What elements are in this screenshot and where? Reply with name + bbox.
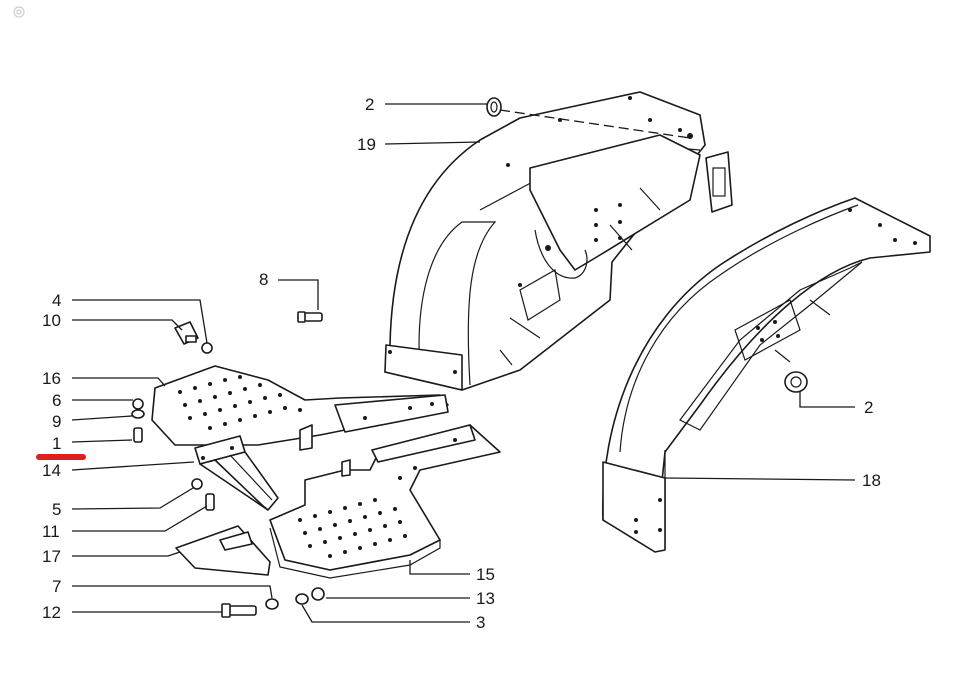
callout-19: 19 xyxy=(357,135,376,154)
part-6-nut xyxy=(132,398,144,410)
part-17-pad xyxy=(175,525,271,576)
leader-lines xyxy=(71,103,856,623)
part-14-bracket xyxy=(194,435,279,511)
part-3-washer xyxy=(295,593,309,605)
part-5-nut xyxy=(191,478,203,490)
part-12-bolt xyxy=(221,603,257,618)
step-plate-upper-holes xyxy=(178,375,434,430)
part-8-bolt xyxy=(297,311,323,323)
callout-12: 12 xyxy=(42,603,61,622)
circle-logo-icon xyxy=(13,6,25,18)
callout-17: 17 xyxy=(42,547,61,566)
part-15-step-plate-lower xyxy=(269,424,501,579)
callout-2-right: 2 xyxy=(864,398,873,417)
part-2-grommet-top xyxy=(486,97,502,117)
callout-10: 10 xyxy=(42,311,61,330)
part-13-nut xyxy=(311,587,325,601)
callout-16: 16 xyxy=(42,369,61,388)
callout-15: 15 xyxy=(476,565,495,584)
callout-8: 8 xyxy=(259,270,268,289)
part-16-step-plate-upper xyxy=(151,365,449,451)
part-19-fender-left xyxy=(384,91,733,391)
part-1-screw xyxy=(133,427,143,443)
part-4-nut xyxy=(201,342,213,354)
callout-14: 14 xyxy=(42,461,61,480)
callout-11: 11 xyxy=(42,522,60,541)
callout-2: 2 xyxy=(365,95,374,114)
callout-4: 4 xyxy=(52,291,61,310)
callout-3: 3 xyxy=(476,613,485,632)
callout-13: 13 xyxy=(476,589,495,608)
callout-7: 7 xyxy=(52,577,61,596)
part-10-bolt xyxy=(174,321,199,345)
callout-5: 5 xyxy=(52,500,61,519)
callout-6: 6 xyxy=(52,391,61,410)
part-9-washer xyxy=(131,409,145,419)
part-2-grommet-right xyxy=(784,371,808,393)
callout-1: 1 xyxy=(52,434,61,453)
part-11-bolt xyxy=(205,493,215,511)
step-plate-lower-holes xyxy=(298,438,457,558)
part-7-washer xyxy=(265,598,279,610)
callout-18: 18 xyxy=(862,471,881,490)
callout-labels: 2 19 8 4 10 16 6 9 1 14 5 11 17 7 12 15 … xyxy=(42,95,881,632)
leader-2-dashed xyxy=(499,109,691,139)
part-18-fender-right xyxy=(602,197,931,553)
callout-9: 9 xyxy=(52,412,61,431)
